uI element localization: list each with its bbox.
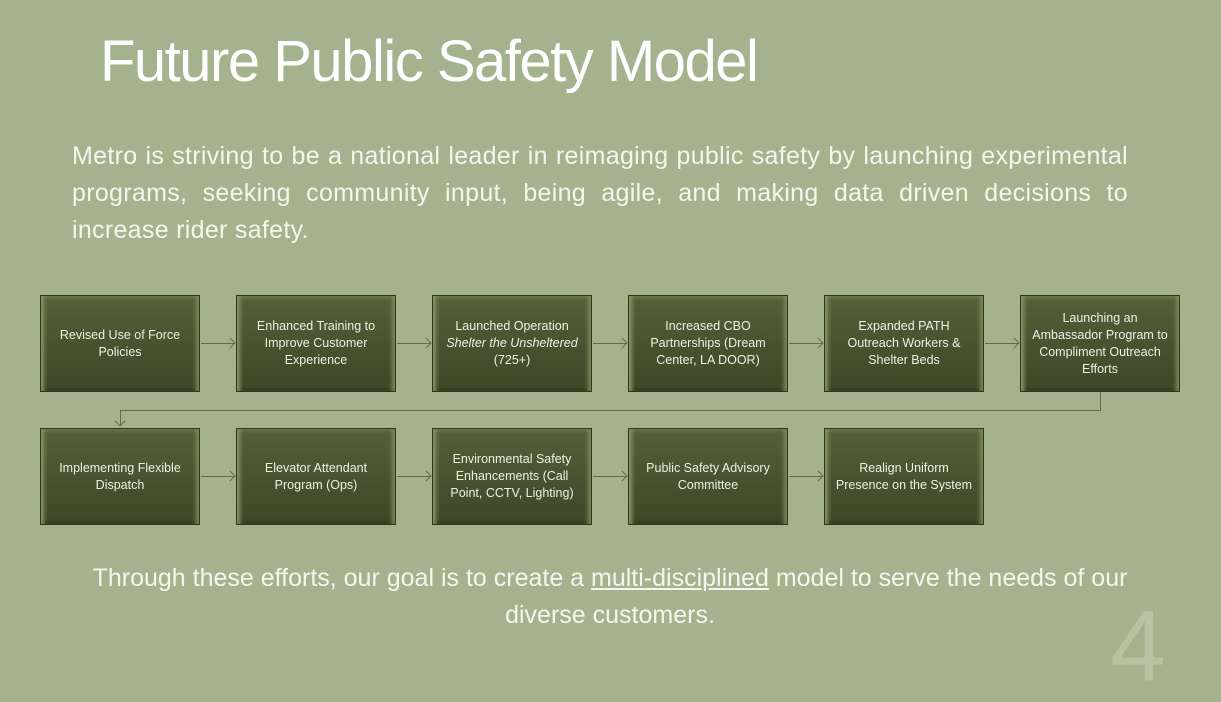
closing-text: model to serve the needs of our diverse …: [505, 564, 1128, 629]
step-box-5: Expanded PATH Outreach Workers & Shelter…: [824, 295, 984, 392]
connector-line: [120, 410, 1101, 411]
arrow-right-icon: [985, 343, 1019, 344]
step-label: Elevator Attendant Program (Ops): [264, 460, 368, 492]
arrow-right-icon: [789, 476, 823, 477]
closing-underlined: multi-disciplined: [591, 564, 769, 592]
step-label: Environmental Safety Enhancements (Call …: [450, 452, 574, 500]
step-label: Public Safety Advisory Committee: [646, 460, 770, 492]
arrow-right-icon: [201, 476, 235, 477]
step-box-11: Realign Uniform Presence on the System: [824, 428, 984, 525]
connector-line: [120, 410, 121, 425]
step-box-2: Enhanced Training to Improve Customer Ex…: [236, 295, 396, 392]
step-label: Implementing Flexible Dispatch: [59, 460, 181, 492]
step-box-7: Implementing Flexible Dispatch: [40, 428, 200, 525]
step-label-italic: Shelter the Unsheltered: [446, 336, 578, 350]
closing-statement: Through these efforts, our goal is to cr…: [80, 560, 1140, 634]
step-label: Enhanced Training to Improve Customer Ex…: [256, 319, 376, 367]
step-label: Launching an Ambassador Program to Compl…: [1032, 310, 1168, 376]
step-label-part: (725+): [493, 353, 531, 367]
step-label: Expanded PATH Outreach Workers & Shelter…: [847, 319, 961, 367]
step-label: Launched Operation Shelter the Unshelter…: [441, 318, 583, 369]
step-box-10: Public Safety Advisory Committee: [628, 428, 788, 525]
step-label-part: Launched Operation: [455, 319, 569, 333]
connector-line: [1100, 392, 1101, 410]
arrow-down-icon: [114, 415, 126, 427]
slide-title: Future Public Safety Model: [100, 29, 759, 94]
closing-text: Through these efforts, our goal is to cr…: [92, 564, 592, 592]
step-label: Increased CBO Partnerships (Dream Center…: [650, 319, 766, 367]
step-box-6: Launching an Ambassador Program to Compl…: [1020, 295, 1180, 392]
arrow-right-icon: [593, 476, 627, 477]
step-label: Realign Uniform Presence on the System: [835, 460, 973, 492]
intro-paragraph: Metro is striving to be a national leade…: [72, 142, 1128, 244]
step-box-3: Launched Operation Shelter the Unshelter…: [432, 295, 592, 392]
arrow-right-icon: [397, 343, 431, 344]
step-box-8: Elevator Attendant Program (Ops): [236, 428, 396, 525]
step-box-9: Environmental Safety Enhancements (Call …: [432, 428, 592, 525]
step-box-4: Increased CBO Partnerships (Dream Center…: [628, 295, 788, 392]
step-label: Revised Use of Force Policies: [59, 327, 181, 359]
arrow-right-icon: [397, 476, 431, 477]
page-number: 4: [1110, 590, 1166, 702]
arrow-right-icon: [201, 343, 235, 344]
arrow-right-icon: [593, 343, 627, 344]
arrow-right-icon: [789, 343, 823, 344]
step-box-1: Revised Use of Force Policies: [40, 295, 200, 392]
